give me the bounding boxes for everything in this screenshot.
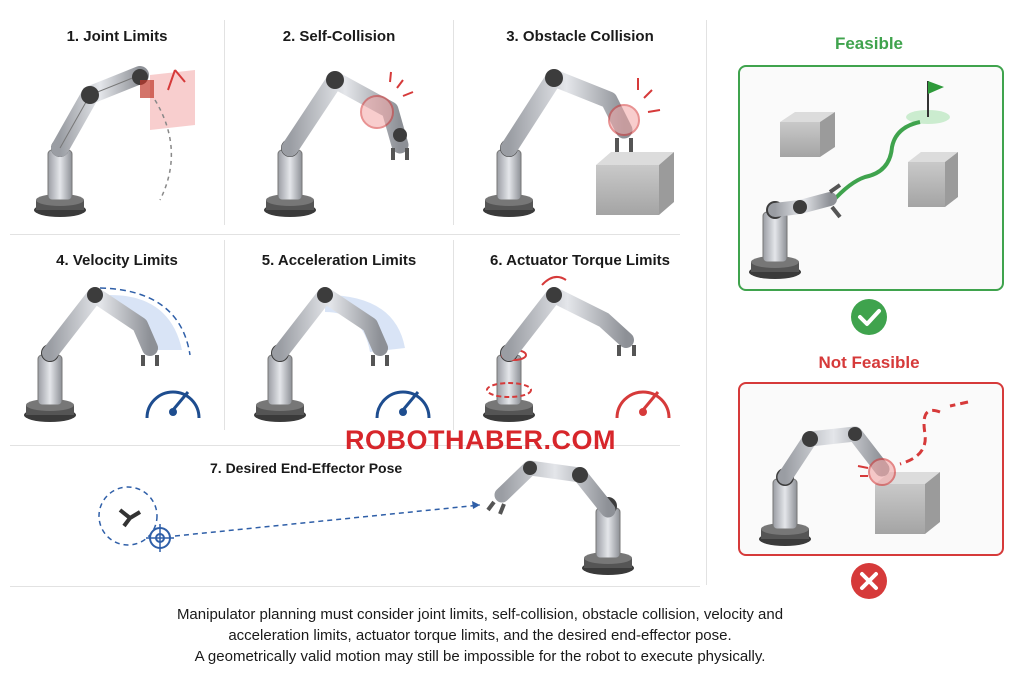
caption-line: A geometrically valid motion may still b… [194,648,766,665]
cell-self-collision: 2. Self-Collision [225,20,453,230]
feasible-title: Feasible [834,34,904,53]
cell-title: 4. Velocity Limits [56,252,178,269]
divider [224,20,225,225]
cross-icon [851,563,887,599]
caption-line: Manipulator planning must consider joint… [176,606,784,623]
divider [224,240,225,430]
divider [10,234,680,235]
cell-title: 3. Obstacle Collision [506,28,654,45]
robot-arm-illustration [253,287,431,423]
divider [10,445,680,446]
not-feasible-illustration [758,400,969,547]
target-icon [146,524,174,552]
check-icon [851,299,887,335]
flag-icon [927,81,944,117]
cell-joint-limits: 1. Joint Limits [10,20,224,230]
robot-arm-illustration [263,71,414,218]
cell-desired-end-effector-pose: 7. Desired End-Effector Pose [10,450,700,585]
robot-arm-illustration [482,69,674,218]
gauge-icon [375,390,431,419]
caption-line: acceleration limits, actuator torque lim… [228,627,732,644]
feasible-panel [738,65,1004,291]
cell-velocity-limits: 4. Velocity Limits [10,240,224,440]
not-feasible-title: Not Feasible [818,353,920,372]
robot-arm-illustration [33,66,195,218]
divider [706,20,707,585]
gauge-icon [145,390,201,419]
cell-title: 1. Joint Limits [66,28,168,45]
feasible-illustration [748,81,958,280]
gauge-icon [615,390,671,419]
divider [10,586,700,587]
divider [453,20,454,225]
divider [453,240,454,430]
cell-title: 5. Acceleration Limits [261,252,417,269]
cell-obstacle-collision: 3. Obstacle Collision [454,20,706,230]
cell-title: 7. Desired End-Effector Pose [210,460,403,476]
cell-actuator-torque-limits: 6. Actuator Torque Limits [454,240,706,440]
watermark: ROBOTHABER.COM [345,425,616,455]
robot-arm-illustration [98,460,635,576]
cell-title: 6. Actuator Torque Limits [489,252,670,269]
robot-arm-illustration [23,287,201,423]
cell-title: 2. Self-Collision [282,28,396,45]
not-feasible-panel [738,382,1004,556]
caption: Manipulator planning must consider joint… [60,604,900,667]
cell-acceleration-limits: 5. Acceleration Limits [225,240,453,440]
robot-arm-illustration [482,275,671,423]
